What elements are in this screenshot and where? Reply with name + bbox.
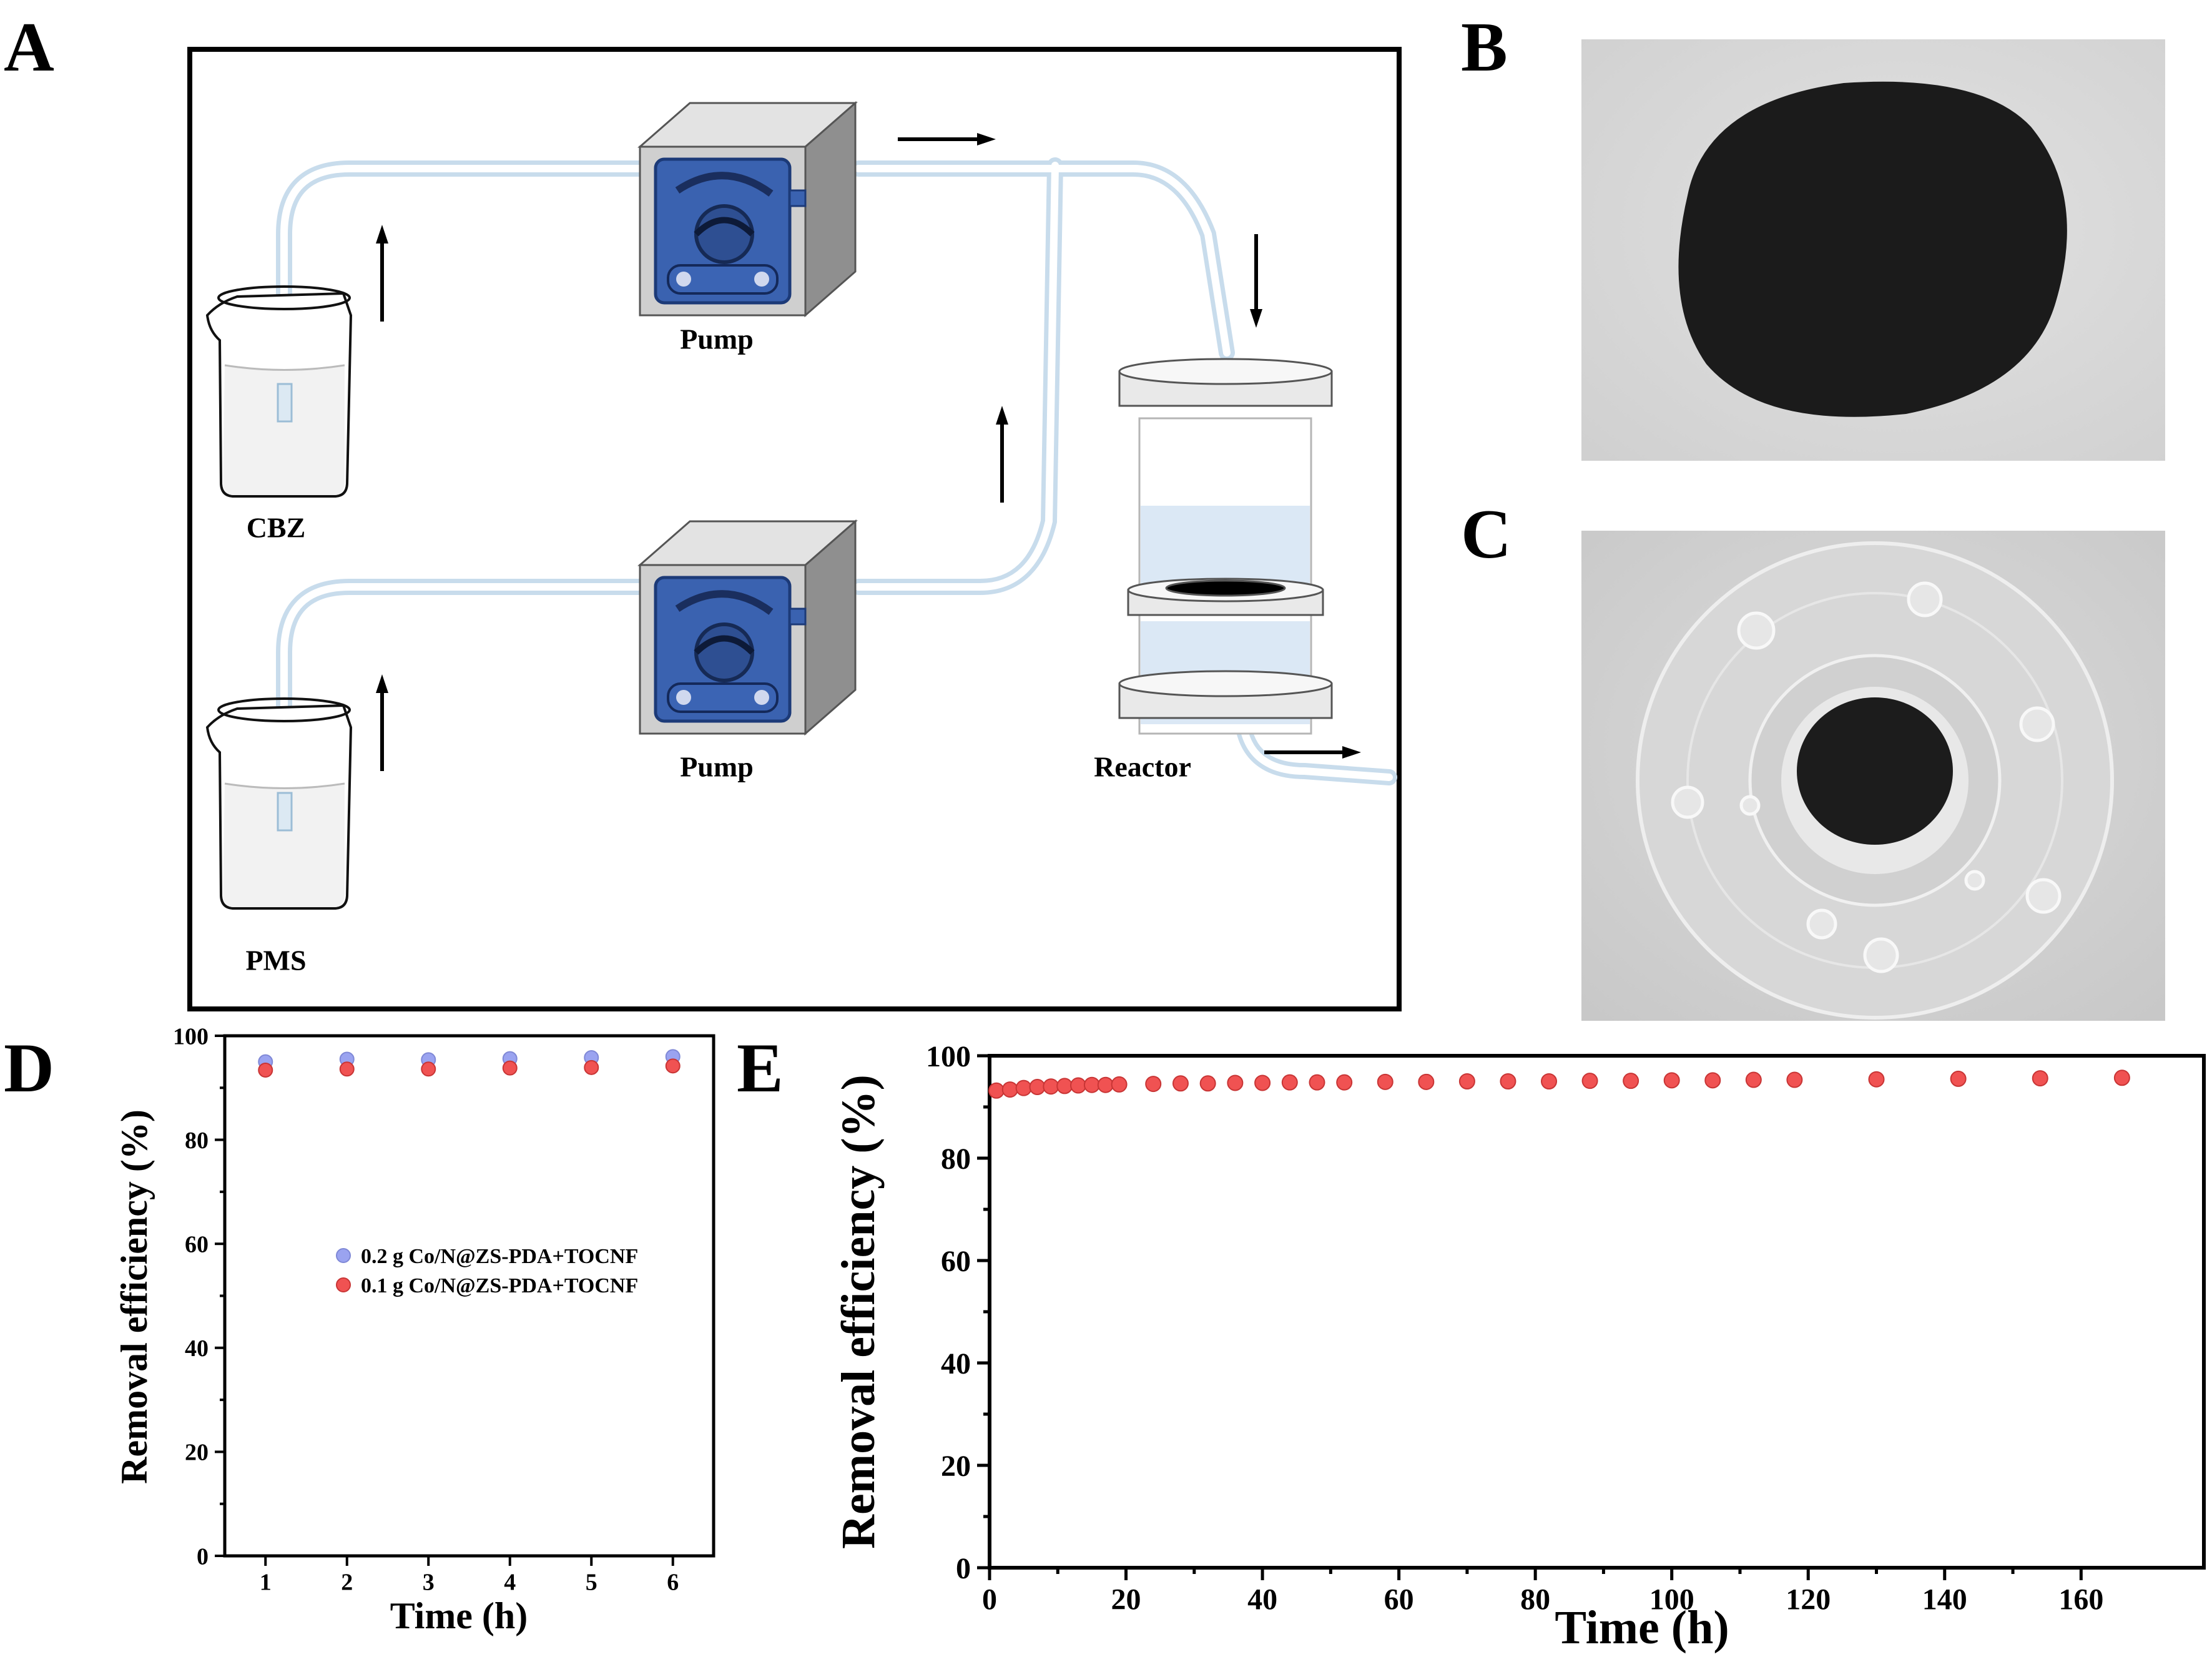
- panel-letter-b: B: [1461, 9, 1508, 86]
- d-y-tick-label: 80: [185, 1128, 209, 1154]
- e-y-axis-label: Removal efficiency (%): [832, 1074, 885, 1549]
- e-point-series-1: [1704, 1072, 1721, 1089]
- reactor: [1118, 358, 1333, 735]
- schematic-diagram: Pump Pump CBZ PMS Reactor: [187, 47, 1402, 1011]
- e-y-tick-label: 20: [941, 1450, 971, 1483]
- e-point-series-1: [1145, 1076, 1162, 1093]
- e-point-series-1: [2032, 1070, 2048, 1087]
- e-point-series-1: [1309, 1074, 1325, 1091]
- e-point-series-1: [1227, 1074, 1244, 1091]
- d-y-tick-label: 60: [185, 1232, 209, 1258]
- e-point-series-1: [1623, 1073, 1639, 1089]
- e-point-series-1: [988, 1082, 1005, 1099]
- pump-top: [637, 101, 858, 318]
- e-point-series-1: [1868, 1071, 1885, 1088]
- e-point-series-1: [2113, 1069, 2130, 1086]
- membrane-disc: [1678, 81, 2067, 417]
- panel-letter-c: C: [1461, 496, 1512, 573]
- e-point-series-1: [1254, 1074, 1271, 1091]
- label-pump-bottom: Pump: [680, 751, 754, 783]
- e-point-series-1: [1581, 1073, 1598, 1089]
- e-point-series-1: [1541, 1073, 1558, 1089]
- e-x-tick-label: 80: [1520, 1583, 1550, 1616]
- d-y-axis-label: Removal efficiency (%): [114, 1109, 155, 1484]
- d-x-axis-label: Time (h): [390, 1595, 528, 1636]
- e-point-series-1: [1029, 1079, 1046, 1096]
- d-x-tick-label: 6: [667, 1569, 679, 1595]
- pump-bottom: [637, 519, 858, 736]
- e-point-series-1: [1786, 1071, 1803, 1088]
- d-y-tick-label: 100: [173, 1023, 209, 1050]
- d-x-tick-label: 1: [260, 1569, 272, 1595]
- e-x-tick-label: 60: [1384, 1583, 1414, 1616]
- e-y-tick-label: 0: [956, 1552, 971, 1585]
- e-x-tick-label: 20: [1111, 1583, 1141, 1616]
- e-point-series-1: [1418, 1073, 1435, 1090]
- d-point-series-2: [421, 1061, 436, 1077]
- e-point-series-1: [1458, 1073, 1475, 1089]
- d-x-tick-label: 5: [586, 1569, 597, 1595]
- d-point-series-2: [502, 1060, 518, 1076]
- label-pms: PMS: [245, 945, 306, 976]
- e-point-series-1: [1745, 1071, 1762, 1088]
- d-y-tick-label: 20: [185, 1440, 209, 1466]
- e-y-tick-label: 80: [941, 1143, 971, 1176]
- d-legend-marker-1: [336, 1248, 351, 1263]
- e-point-series-1: [1336, 1074, 1353, 1091]
- label-reactor: Reactor: [1094, 751, 1191, 783]
- d-legend-label-2: 0.1 g Co/N@ZS-PDA+TOCNF: [361, 1274, 638, 1297]
- e-point-series-1: [1199, 1075, 1216, 1092]
- e-x-tick-label: 40: [1247, 1583, 1277, 1616]
- e-x-tick-label: 120: [1786, 1583, 1831, 1616]
- e-point-series-1: [1281, 1074, 1298, 1091]
- e-x-tick-label: 140: [1922, 1583, 1967, 1616]
- d-legend-marker-2: [336, 1277, 351, 1292]
- e-point-series-1: [1097, 1076, 1114, 1093]
- e-point-series-1: [1056, 1078, 1073, 1094]
- d-point-series-2: [584, 1060, 599, 1075]
- e-point-series-1: [1015, 1079, 1032, 1096]
- d-x-tick-label: 4: [504, 1569, 516, 1595]
- e-point-series-1: [1500, 1073, 1516, 1089]
- plot-frame-e: [988, 1054, 2206, 1570]
- e-y-tick-label: 100: [926, 1040, 971, 1073]
- d-y-tick-label: 0: [197, 1543, 209, 1570]
- d-legend: 0.2 g Co/N@ZS-PDA+TOCNF 0.1 g Co/N@ZS-PD…: [336, 1245, 638, 1297]
- photo-membrane: [1581, 39, 2165, 461]
- e-point-series-1: [1043, 1078, 1059, 1095]
- d-point-series-2: [339, 1061, 355, 1077]
- e-point-series-1: [1663, 1072, 1680, 1089]
- e-x-tick-label: 100: [1649, 1583, 1694, 1616]
- e-x-axis-label: Time (h): [1555, 1601, 1729, 1654]
- e-x-tick-label: 0: [982, 1583, 997, 1616]
- d-legend-label-1: 0.2 g Co/N@ZS-PDA+TOCNF: [361, 1245, 638, 1268]
- e-x-tick-label: 160: [2058, 1583, 2103, 1616]
- e-point-series-1: [1377, 1073, 1394, 1090]
- panel-letter-d: D: [4, 1030, 54, 1107]
- e-point-series-1: [1950, 1070, 1967, 1087]
- e-point-series-1: [1083, 1076, 1100, 1093]
- d-x-tick-label: 3: [423, 1569, 435, 1595]
- panel-letter-a: A: [4, 9, 54, 86]
- chart-e: 0 20 40 60 80 100 0 20 40 60 80 100 120 140 160 Remov…: [832, 1040, 2206, 1654]
- d-point-series-2: [258, 1062, 273, 1078]
- e-y-tick-label: 60: [941, 1245, 971, 1278]
- d-point-series-2: [665, 1058, 681, 1074]
- photo-membrane-holder: [1581, 531, 2165, 1021]
- label-cbz: CBZ: [247, 512, 306, 544]
- panel-letter-e: E: [737, 1030, 784, 1107]
- d-y-tick-label: 40: [185, 1335, 209, 1362]
- e-point-series-1: [1111, 1076, 1128, 1093]
- e-point-series-1: [1001, 1081, 1018, 1098]
- e-y-tick-label: 40: [941, 1347, 971, 1380]
- membrane-in-holder: [1797, 697, 1953, 845]
- chart-d: 0 20 40 60 80 100 1 2 3 4 5 6 Removal efficiency (…: [114, 1023, 715, 1636]
- d-x-tick-label: 2: [341, 1569, 353, 1595]
- e-point-series-1: [1172, 1075, 1189, 1092]
- e-point-series-1: [1070, 1077, 1087, 1094]
- label-pump-top: Pump: [680, 323, 754, 355]
